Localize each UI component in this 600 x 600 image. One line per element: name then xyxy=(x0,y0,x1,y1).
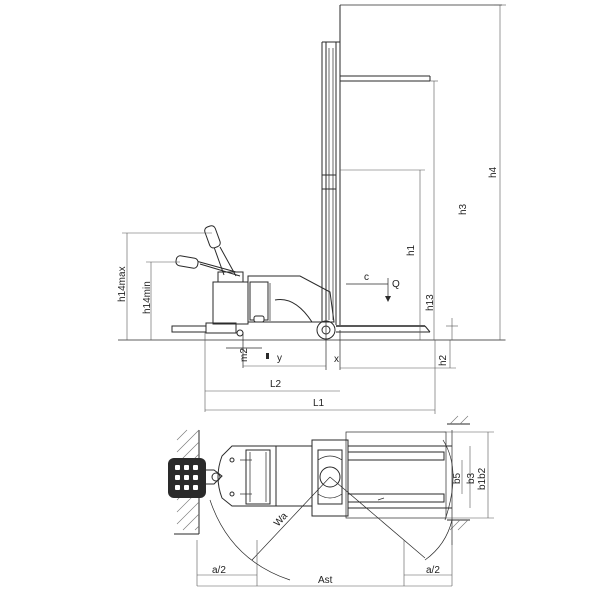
truck-body xyxy=(171,225,431,370)
vertical-dimensions xyxy=(122,4,506,369)
label-b5: b5 xyxy=(452,472,463,484)
label-L2: L2 xyxy=(270,379,282,390)
chassis-top xyxy=(217,431,452,519)
label-m2: m2 xyxy=(239,348,250,362)
label-Wa: Wa xyxy=(272,510,290,529)
side-view: h4 h3 h1 h13 h2 h14max h14min c Q m2 y x… xyxy=(117,4,506,414)
label-L1: L1 xyxy=(313,398,325,409)
label-Ast: Ast xyxy=(318,575,333,586)
label-a2-left: a/2 xyxy=(212,565,226,576)
tiller-head xyxy=(168,458,223,498)
label-b1b2: b1b2 xyxy=(477,467,488,490)
label-b3: b3 xyxy=(466,472,477,484)
label-y: y xyxy=(277,353,282,364)
label-h13: h13 xyxy=(425,294,436,311)
horizontal-dimensions xyxy=(204,332,436,414)
label-h3: h3 xyxy=(458,203,469,215)
label-h4: h4 xyxy=(488,166,499,178)
mast xyxy=(321,4,502,325)
top-view: Wa a/2 a/2 Ast b5 b3 b1b2 xyxy=(168,415,494,587)
label-a2-right: a/2 xyxy=(426,565,440,576)
label-x: x xyxy=(334,354,339,365)
label-h2: h2 xyxy=(438,354,449,366)
top-view-dimensions xyxy=(196,431,494,587)
label-c: c xyxy=(364,272,369,283)
label-Q: Q xyxy=(392,279,400,290)
label-h14max: h14max xyxy=(117,266,128,302)
label-h14min: h14min xyxy=(142,281,153,314)
turning-geometry xyxy=(209,430,454,581)
label-h1: h1 xyxy=(406,244,417,256)
